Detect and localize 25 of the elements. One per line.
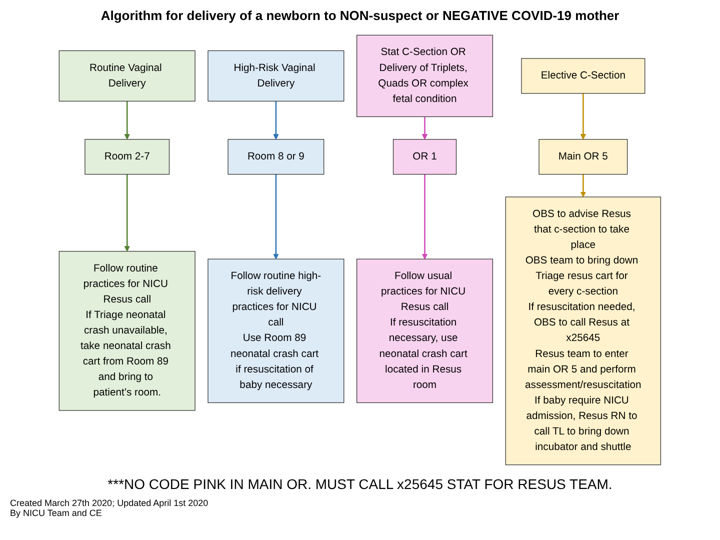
note-text: ***NO CODE PINK IN MAIN OR. MUST CALL x25645 STAT FOR RESUS TEAM. [106,476,614,492]
node-box [208,258,344,404]
arrow [580,93,586,140]
node-box [356,258,494,404]
node-box [393,139,457,175]
node-box [356,34,494,118]
node-box [58,250,196,411]
footer-note: By NICU Team and CE [10,508,103,518]
diagram-title: Algorithm for delivery of a newborn to NON-suspect or NEGATIVE COVID-19 mother [100,8,620,23]
arrow [422,116,428,140]
flowchart: Routine Vaginal Delivery High-Risk Vaginal Delivery Stat C-Section OR Delivery of Triplets, Quads OR complex fetal condition Elective C-Section Room 2-7 Room 8 or 9 OR 1 Main OR 5 Follow routine practices for NICU Resus call If Triage neonatal crash unavailable, take neonatal crash cart from Room 89 and bring to patient’s room. Follow routine high-risk delivery practices for NICU call Use Room 89 neonatal crash cart if resuscitation of baby necessary Follow usual practices for NICU Resus call If resuscitation necessary, use neonatal crash cart located in Resus room OBS to advise Resus that c-section to take place OBS team to bring down Triage resus cart for every c-section If resuscitation needed, OBS to call Resus at x25645 Resus team to enter main OR 5 and perform assessment/resuscitation If baby require NICU admission, Resus RN to call TL to bring down incubator and shuttle [54,30,666,470]
node-box [84,139,170,175]
node-box [505,196,662,466]
footer-note: Created March 27th 2020; Updated April 1st 2020 [10,498,210,508]
arrow [124,174,130,252]
node-box [538,139,628,175]
arrow [422,174,428,260]
node-box [228,139,324,175]
node-box [58,50,196,102]
arrow [580,174,586,198]
arrow [273,101,279,140]
node-box [521,58,646,94]
arrow [273,174,279,260]
node-box [208,50,344,102]
arrow [124,101,130,140]
